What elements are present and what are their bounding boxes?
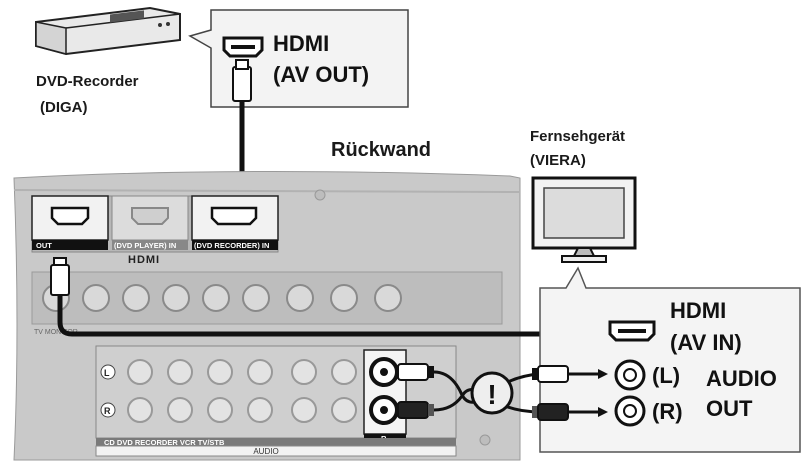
callout-frame xyxy=(188,9,409,108)
jack[interactable] xyxy=(242,284,270,312)
tv-connection-panel: HDMI (AV IN) (L) (R) AUDIO OUT xyxy=(539,266,801,453)
warning-icon xyxy=(470,371,514,415)
tv-audio-out-label-2: OUT xyxy=(706,396,753,421)
jack[interactable] xyxy=(291,397,317,423)
jack[interactable] xyxy=(162,284,190,312)
tv-hdmi-label: HDMI xyxy=(670,298,726,323)
white-rca-plug-icon xyxy=(397,363,429,381)
white-rca-plug-icon xyxy=(537,365,569,383)
dvd-hdmi-label: HDMI xyxy=(273,31,329,56)
red-rca-plug-icon xyxy=(537,403,569,421)
audio-inputs-label: CD DVD RECORDER VCR TV/STB xyxy=(104,438,225,447)
hdmi-out-label: OUT xyxy=(36,241,52,250)
jack[interactable] xyxy=(291,359,317,385)
jack[interactable] xyxy=(127,359,153,385)
hdmi-plug-icon xyxy=(232,66,252,102)
jack[interactable] xyxy=(374,284,402,312)
panel-screw xyxy=(314,189,326,201)
tv-icon xyxy=(531,176,637,263)
rear-panel-title: Rückwand xyxy=(331,139,431,161)
tv-audio-left-label: (L) xyxy=(652,363,680,388)
tv-audio-right-label: (R) xyxy=(652,399,683,424)
hdmi-plug-icon xyxy=(50,264,70,296)
tv-hdmi-av-in-label: (AV IN) xyxy=(670,330,742,355)
tv-name: Fernsehgerät xyxy=(530,128,625,145)
dvd-recorder-button xyxy=(166,22,170,26)
jack[interactable] xyxy=(202,284,230,312)
dvd-recorder-name: DVD-Recorder xyxy=(36,73,139,90)
jack[interactable] xyxy=(247,397,273,423)
jack[interactable] xyxy=(127,397,153,423)
audio-label: AUDIO xyxy=(253,447,278,456)
video-jack-row: TV MONITOR xyxy=(31,271,503,336)
jack[interactable] xyxy=(247,359,273,385)
left-channel-marker xyxy=(100,364,116,380)
dvd-recorder xyxy=(35,6,181,56)
dvd-recorder-button xyxy=(158,23,162,27)
right-channel-marker xyxy=(100,402,116,418)
svg-text:L: L xyxy=(104,368,110,378)
jack[interactable] xyxy=(330,284,358,312)
hdmi-dvd-player-in-label: (DVD PLAYER) IN xyxy=(114,241,176,250)
tv-panel-frame xyxy=(539,266,801,453)
tv-audio-out-label: AUDIO xyxy=(706,366,777,391)
jack[interactable] xyxy=(167,359,193,385)
svg-text:R: R xyxy=(104,406,111,416)
jack[interactable] xyxy=(331,397,357,423)
jack[interactable] xyxy=(331,359,357,385)
dvd-hdmi-callout: HDMI (AV OUT) xyxy=(188,9,409,108)
dvd-recorder-model: (DIGA) xyxy=(40,99,88,116)
jack[interactable] xyxy=(122,284,150,312)
hdmi-dvd-recorder-in-label: (DVD RECORDER) IN xyxy=(194,241,269,250)
rear-panel: OUT (DVD PLAYER) IN (DVD RECORDER) IN HD… xyxy=(13,170,521,461)
dvd-recorder-front xyxy=(35,21,67,55)
jack[interactable] xyxy=(167,397,193,423)
tv-monitor-label: TV MONITOR xyxy=(34,329,78,336)
red-rca-plug-icon xyxy=(397,401,429,419)
hdmi-logo: HDMI xyxy=(128,254,160,266)
dvd-recorder-display xyxy=(110,10,144,23)
tv-model: (VIERA) xyxy=(530,152,586,169)
warning-symbol: ! xyxy=(487,379,496,410)
jack[interactable] xyxy=(82,284,110,312)
panel-screw xyxy=(479,434,491,446)
jack[interactable] xyxy=(207,359,233,385)
warning-badge: ! xyxy=(470,371,514,415)
jack[interactable] xyxy=(286,284,314,312)
jack[interactable] xyxy=(207,397,233,423)
dvd-hdmi-av-out-label: (AV OUT) xyxy=(273,62,369,87)
